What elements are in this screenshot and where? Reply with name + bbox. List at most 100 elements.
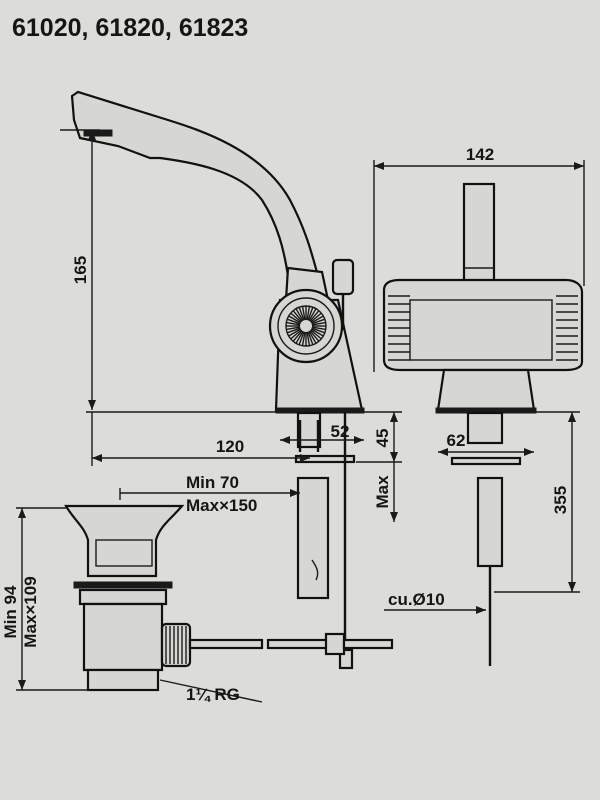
knob-rib bbox=[310, 312, 322, 323]
pivot-rod-end bbox=[342, 638, 394, 650]
knob-rib bbox=[295, 330, 304, 344]
waste-min-label: Min 94 bbox=[1, 585, 20, 638]
knob-rib bbox=[292, 330, 303, 342]
mounting-shank bbox=[296, 411, 322, 449]
dim-355-label: 355 bbox=[551, 486, 570, 514]
cartridge-knob bbox=[268, 288, 344, 364]
front-tail-piece bbox=[476, 476, 504, 568]
waste-boss-ribbing bbox=[165, 626, 187, 664]
faucet-side-view bbox=[70, 90, 365, 670]
knob-rib bbox=[310, 329, 322, 340]
front-grip-left bbox=[388, 295, 410, 361]
knob-ribbing bbox=[286, 306, 326, 346]
knob-rib bbox=[301, 331, 306, 346]
front-body-block bbox=[382, 278, 584, 372]
knob-rib bbox=[311, 326, 326, 331]
dim-max-arrow bbox=[390, 512, 398, 522]
dim-52-arrow-left bbox=[280, 436, 290, 444]
knob-rib bbox=[295, 308, 304, 322]
model-numbers-title: 61020, 61820, 61823 bbox=[12, 14, 248, 42]
popup-waste-assembly bbox=[64, 504, 394, 692]
dim-165-label: 165 bbox=[71, 256, 90, 284]
front-body-panel bbox=[409, 299, 553, 361]
dim-120-arrow-right bbox=[300, 454, 310, 462]
dim-diameter-label: cu.Ø10 bbox=[388, 590, 445, 609]
waste-flange bbox=[64, 504, 185, 578]
knob-rib bbox=[309, 330, 320, 342]
knob-rib bbox=[286, 326, 301, 331]
front-grip-right bbox=[556, 295, 578, 361]
knob-rib bbox=[308, 330, 317, 344]
front-washer bbox=[450, 456, 522, 466]
knob-rib bbox=[307, 306, 314, 321]
dim-142-arrow-right bbox=[574, 162, 584, 170]
knob-rib bbox=[311, 318, 326, 325]
thread-label: 1¼ RG bbox=[186, 685, 240, 704]
fixing-washer bbox=[294, 454, 356, 464]
dim-165-arrow-bottom bbox=[88, 400, 96, 410]
knob-rib bbox=[290, 329, 302, 340]
tail-piece bbox=[296, 476, 330, 600]
waste-gasket bbox=[73, 581, 173, 589]
tail-piece-curve bbox=[311, 559, 319, 581]
dim-165-arrow-top bbox=[88, 130, 96, 140]
knob-rib bbox=[288, 328, 302, 337]
knob-rib bbox=[286, 327, 301, 334]
knob-rib bbox=[310, 328, 324, 337]
dim-waste-arrow-bottom bbox=[18, 680, 26, 690]
dim-max-label: Max bbox=[373, 475, 392, 509]
front-shank bbox=[466, 411, 504, 445]
knob-rib bbox=[298, 331, 305, 346]
dim-355-arrow-bottom bbox=[568, 582, 576, 592]
knob-rib bbox=[311, 321, 326, 326]
popup-max-label: Max×150 bbox=[186, 496, 257, 515]
waste-nut bbox=[78, 588, 168, 606]
knob-rib bbox=[311, 327, 326, 334]
dim-355-arrow-top bbox=[568, 412, 576, 422]
dim-62-arrow-right bbox=[524, 448, 534, 456]
knob-ring bbox=[277, 297, 335, 355]
knob-rib bbox=[290, 312, 302, 323]
dim-45-arrow-bottom bbox=[390, 452, 398, 462]
knob-rib bbox=[286, 321, 301, 326]
front-spout-column bbox=[462, 182, 496, 286]
knob-rib bbox=[310, 315, 324, 324]
waste-plug-window bbox=[95, 539, 153, 567]
dim-diameter-arrow bbox=[476, 606, 486, 614]
knob-rib bbox=[292, 310, 303, 322]
knob-rib bbox=[309, 310, 320, 322]
dim-waste-arrow-top bbox=[18, 508, 26, 518]
knob-rib bbox=[308, 308, 317, 322]
lever-handle bbox=[331, 258, 355, 296]
dim-62-arrow-left bbox=[438, 448, 448, 456]
dim-45-arrow-top bbox=[390, 412, 398, 422]
knob-rib bbox=[288, 315, 302, 324]
dim-62-label: 62 bbox=[447, 431, 466, 450]
pivot-rod bbox=[188, 638, 264, 650]
dim-120-arrow-left bbox=[92, 454, 102, 462]
dim-142-label: 142 bbox=[466, 145, 494, 164]
dim-min70-arrow bbox=[290, 489, 300, 497]
front-base bbox=[436, 368, 536, 412]
knob-rib bbox=[306, 331, 311, 346]
knob-rib bbox=[298, 306, 305, 321]
waste-body bbox=[82, 602, 164, 672]
side-view-dimensions: 165 120 52 45 Max Min 70 Max×150 bbox=[60, 129, 402, 522]
waste-dimensions: Min 94 Max×109 1¼ RG bbox=[1, 507, 263, 704]
popup-min-label: Min 70 bbox=[186, 473, 239, 492]
dim-120-label: 120 bbox=[216, 437, 244, 456]
waste-tail bbox=[86, 668, 160, 692]
knob-rib bbox=[286, 318, 301, 325]
rod-clip bbox=[324, 632, 346, 656]
dim-45-label: 45 bbox=[373, 429, 392, 448]
dim-142-arrow-left bbox=[374, 162, 384, 170]
spout-body bbox=[70, 90, 322, 284]
aerator-outlet bbox=[83, 129, 113, 137]
knob-rib bbox=[306, 306, 311, 321]
dim-52-label: 52 bbox=[331, 422, 350, 441]
knob-rib bbox=[307, 331, 314, 346]
waste-max-label: Max×109 bbox=[21, 576, 40, 647]
faucet-front-view bbox=[382, 182, 584, 666]
